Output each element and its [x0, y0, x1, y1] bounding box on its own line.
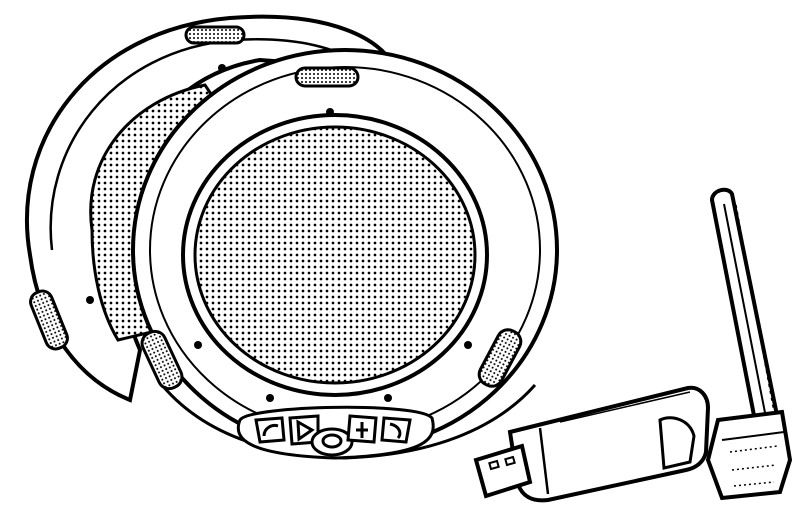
rear-left-dot	[86, 296, 94, 304]
mic-mute-icon	[356, 422, 368, 438]
phone-up-button[interactable]	[254, 416, 286, 444]
rear-body-inner-rim	[49, 38, 361, 251]
phone-down-button[interactable]	[380, 416, 412, 444]
mic-mute-button[interactable]	[346, 414, 378, 444]
play-icon	[296, 419, 315, 442]
volume-ring-icon	[321, 433, 343, 449]
usb-wireless-dongle	[473, 187, 793, 503]
usb-plug	[473, 443, 533, 499]
front-bottom-dot-left	[266, 394, 274, 402]
front-grille	[193, 125, 477, 385]
front-left-slot	[140, 329, 184, 391]
rear-speakerphone	[24, 14, 398, 403]
dongle-body	[507, 385, 711, 503]
antenna	[709, 187, 783, 439]
front-bottom-dot-right	[384, 394, 392, 402]
front-top-dot	[326, 108, 334, 116]
phone-up-icon	[262, 424, 279, 437]
front-speakerphone	[131, 48, 559, 460]
front-right-slot	[477, 328, 523, 388]
volume-ring-button[interactable]	[310, 427, 354, 457]
front-right-dot	[464, 341, 472, 349]
control-buttons	[254, 414, 412, 457]
rear-left-slot	[29, 289, 69, 351]
phone-down-icon	[389, 422, 402, 440]
rear-top-dot	[218, 64, 226, 72]
front-top-slot	[294, 66, 360, 88]
rear-top-slot	[184, 25, 246, 45]
front-left-dot	[194, 341, 202, 349]
